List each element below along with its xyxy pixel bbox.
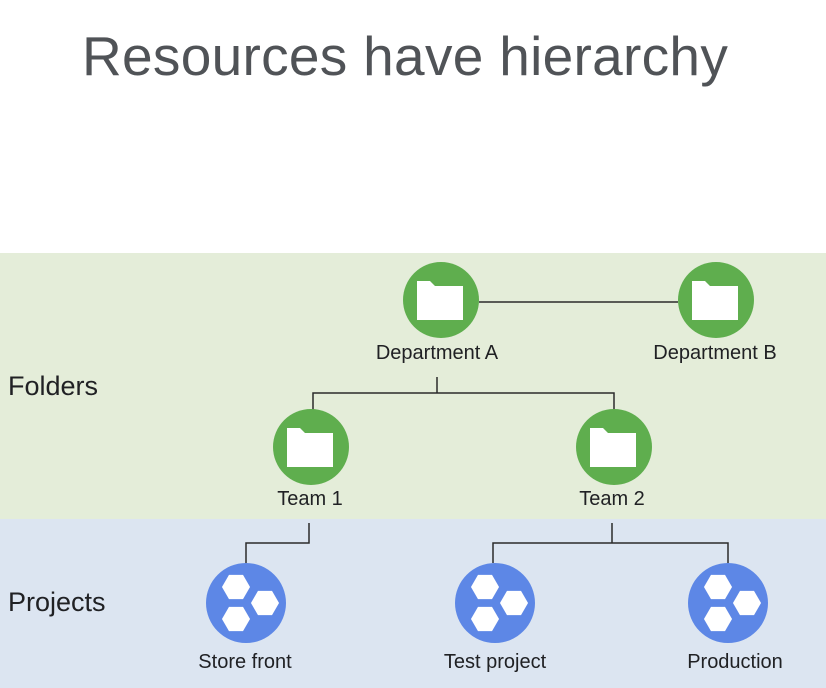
- page-title: Resources have hierarchy: [82, 25, 729, 87]
- connector-team-1-store-front: [245, 523, 310, 563]
- node-label-test-project: Test project: [443, 651, 547, 673]
- folder-icon: [692, 281, 738, 320]
- connector-team-2-projects: [492, 542, 729, 563]
- node-team-1: [273, 409, 349, 485]
- node-production: [688, 563, 768, 643]
- projects-band-label: Projects: [8, 587, 106, 617]
- node-test-project: [455, 563, 535, 643]
- node-label-store-front: Store front: [198, 651, 292, 673]
- node-label-department-b: Department B: [653, 342, 777, 364]
- node-label-team-1: Team 1: [277, 488, 343, 510]
- node-department-b: [678, 262, 754, 338]
- folder-icon: [417, 281, 463, 320]
- node-team-2: [576, 409, 652, 485]
- folder-icon: [287, 428, 333, 467]
- node-label-team-2: Team 2: [579, 488, 645, 510]
- node-store-front: [206, 563, 286, 643]
- node-department-a: [403, 262, 479, 338]
- connector-teams-bar: [312, 392, 615, 410]
- node-label-production: Production: [687, 651, 783, 673]
- folder-icon: [590, 428, 636, 467]
- node-label-department-a: Department A: [375, 342, 499, 364]
- connector-lines: [245, 301, 729, 563]
- folders-band-label: Folders: [8, 371, 99, 401]
